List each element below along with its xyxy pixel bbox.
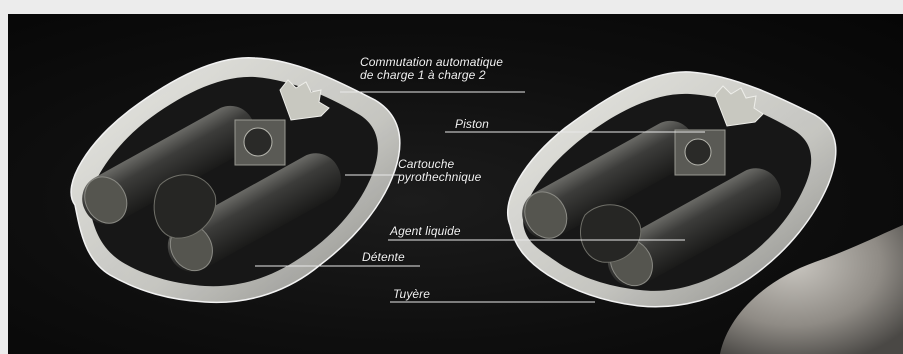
label-agent-liquide: Agent liquide bbox=[390, 225, 461, 238]
label-cartouche: Cartouche pyrothechnique bbox=[398, 158, 481, 184]
device-right-cutaway bbox=[508, 72, 836, 307]
label-piston: Piston bbox=[455, 118, 489, 131]
label-tuyere: Tuyère bbox=[393, 288, 430, 301]
label-commutation: Commutation automatique de charge 1 à ch… bbox=[360, 56, 503, 82]
label-detente: Détente bbox=[362, 251, 405, 264]
